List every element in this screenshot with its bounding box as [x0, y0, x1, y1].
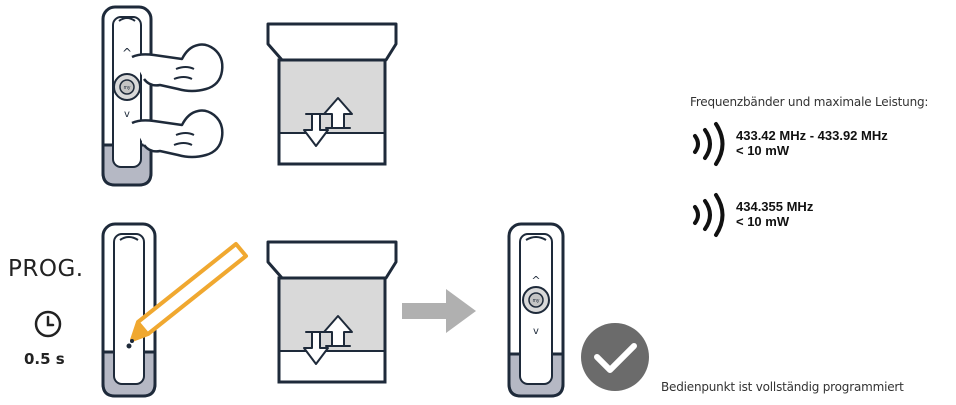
- checkmark-icon: [581, 323, 649, 391]
- pressing-hand-down-icon: [131, 109, 224, 159]
- frequency-band-2-power: < 10 mW: [736, 214, 790, 229]
- svg-text:^: ^: [531, 274, 540, 287]
- frequency-band-1-power: < 10 mW: [736, 143, 790, 158]
- radio-waves-icon: [693, 122, 725, 166]
- shutter-box-bottom: [266, 240, 398, 384]
- my-button-label-result: my: [533, 298, 540, 304]
- radio-waves-icon: [693, 193, 725, 237]
- frequency-band-2: 434.355 MHz < 10 mW: [736, 199, 813, 229]
- frequency-band-1: 433.42 MHz - 433.92 MHz < 10 mW: [736, 128, 888, 158]
- programmed-status-text: Bedienpunkt ist vollständig programmiert: [661, 380, 904, 394]
- duration-label: 0.5 s: [24, 350, 65, 368]
- frequency-title: Frequenzbänder und maximale Leistung:: [690, 95, 929, 109]
- svg-text:v: v: [124, 109, 130, 120]
- frequency-band-1-freq: 433.42 MHz - 433.92 MHz: [736, 128, 888, 143]
- pressing-hand-up-icon: [131, 43, 224, 93]
- remote-control-top: ^ my v: [101, 5, 153, 187]
- frequency-band-2-freq: 434.355 MHz: [736, 199, 814, 214]
- clock-icon: [34, 310, 62, 338]
- prog-label: PROG.: [8, 256, 84, 282]
- arrow-right-icon: [402, 289, 476, 333]
- shutter-box-top: [266, 22, 398, 166]
- remote-control-result: ^ my v: [507, 222, 565, 398]
- svg-text:^: ^: [122, 46, 132, 60]
- pencil-icon: [130, 242, 248, 343]
- svg-text:v: v: [533, 326, 539, 337]
- my-button-label-top: my: [124, 85, 131, 91]
